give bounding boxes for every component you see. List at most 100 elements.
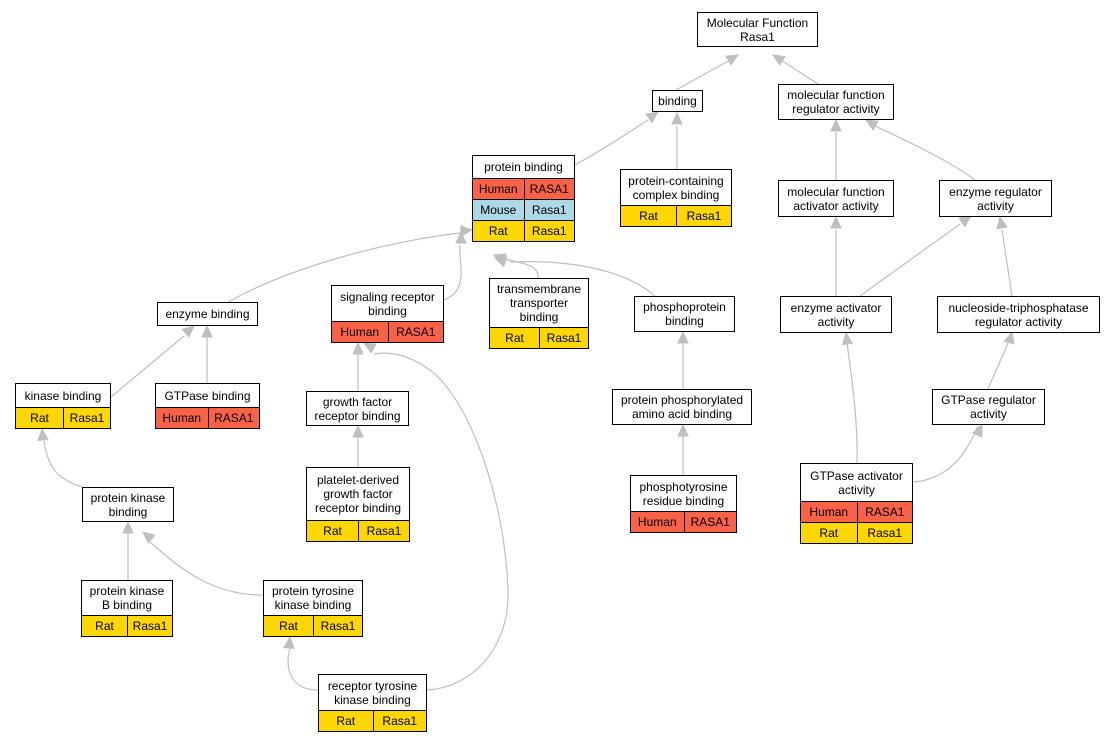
go-term-binding[interactable]: binding — [652, 90, 703, 112]
go-term-label: protein binding — [484, 160, 563, 174]
go-term-ppb[interactable]: phosphoprotein binding — [634, 296, 735, 332]
arrowhead-gaa-to-eaa — [841, 331, 854, 346]
go-term-label: transmembrane transporter binding — [496, 282, 582, 324]
gene-cell: RASA1 — [856, 502, 913, 522]
arrowhead-pkbind-to-kb — [37, 427, 49, 441]
arrowhead-ptkb-to-pkbind — [142, 531, 156, 544]
edge-rtkb-to-srb — [373, 352, 509, 691]
species-cell: Rat — [323, 524, 342, 538]
go-term-era[interactable]: enzyme regulator activity — [939, 180, 1052, 217]
go-term-label: protein tyrosine kinase binding — [271, 584, 355, 612]
gene-row-human[interactable]: Human RASA1 — [801, 501, 912, 522]
species-cell: Rat — [639, 209, 658, 223]
go-term-eaa[interactable]: enzyme activator activity — [780, 296, 892, 333]
gene-cell: Rasa1 — [127, 616, 172, 636]
go-term-mfra[interactable]: molecular function regulator activity — [778, 84, 894, 120]
go-term-label: phosphoprotein binding — [643, 300, 726, 328]
gene-cell: Rasa1 — [539, 328, 588, 348]
species-cell: Human — [162, 411, 202, 425]
arrowhead-rtkb-to-ptkb — [283, 635, 295, 649]
arrowhead-gfrb-to-srb — [352, 341, 364, 355]
arrowhead-gaa-to-gra — [971, 423, 983, 438]
species-cell: Rat — [30, 411, 49, 425]
gene-row-rat[interactable]: Rat Rasa1 — [264, 615, 362, 636]
edge-mfra-to-mf — [780, 59, 819, 85]
go-term-label: molecular function activator activity — [787, 184, 885, 213]
go-term-label: Molecular Function Rasa1 — [706, 15, 809, 44]
arrowhead-gra-to-ntra — [1003, 330, 1015, 345]
edge-pkbind-to-kb — [43, 440, 83, 488]
gene-row-mouse[interactable]: Mouse Rasa1 — [473, 199, 574, 220]
go-term-gfrb[interactable]: growth factor receptor binding — [306, 391, 409, 426]
go-term-mf[interactable]: Molecular Function Rasa1 — [697, 12, 818, 47]
species-cell: Human — [478, 182, 518, 196]
edge-pb-to-binding — [574, 119, 649, 166]
arrowhead-eaa-to-era — [958, 215, 972, 228]
go-term-mfaa[interactable]: molecular function activator activity — [778, 180, 894, 217]
species-cell: Rat — [95, 619, 114, 633]
go-term-label: receptor tyrosine kinase binding — [327, 678, 418, 707]
arrowhead-pb-to-binding — [645, 111, 659, 124]
arrowhead-pdgfrb-to-gfrb — [352, 424, 364, 438]
go-term-ntra[interactable]: nucleoside-triphosphatase regulator acti… — [937, 296, 1100, 333]
gene-cell: RASA1 — [683, 512, 737, 532]
gene-row-human[interactable]: Human RASA1 — [473, 178, 574, 199]
arrowhead-pkbb-to-pkbind — [122, 520, 134, 534]
arrowhead-srb-to-pb — [455, 230, 467, 244]
species-cell: Rat — [488, 224, 508, 238]
go-term-label: kinase binding — [24, 388, 102, 403]
species-cell: Rat — [279, 619, 298, 633]
go-term-label: GTPase binding — [164, 388, 251, 403]
go-term-gra[interactable]: GTPase regulator activity — [932, 389, 1045, 425]
go-term-label: phosphotyrosine residue binding — [639, 479, 728, 508]
go-term-label: molecular function regulator activity — [787, 88, 885, 116]
gene-cell: Rasa1 — [313, 616, 362, 636]
edge-gaa-to-gra — [912, 425, 979, 483]
gene-row-rat[interactable]: Rat Rasa1 — [490, 327, 588, 348]
go-term-eb[interactable]: enzyme binding — [157, 302, 258, 326]
arrowhead-kb-to-eb — [181, 325, 195, 338]
go-term-ppaab[interactable]: protein phosphorylated amino acid bindin… — [612, 389, 752, 425]
edge-eaa-to-era — [859, 223, 961, 297]
gene-cell: RASA1 — [523, 179, 575, 199]
go-term-pkbind[interactable]: protein kinase binding — [82, 487, 174, 522]
species-cell: Human — [809, 505, 849, 519]
species-cell: Mouse — [480, 203, 517, 217]
gene-cell: Rasa1 — [372, 711, 427, 731]
arrowhead-ptrb-to-ppaab — [677, 423, 689, 437]
edge-srb-to-pb — [443, 244, 462, 301]
arrowhead-eaa-to-mfaa — [830, 215, 842, 229]
arrowhead-ntra-to-era — [996, 215, 1008, 230]
gene-cell: Rasa1 — [523, 200, 575, 220]
go-term-label: signaling receptor binding — [340, 289, 435, 318]
go-term-label: enzyme regulator activity — [949, 184, 1042, 213]
gene-row-rat[interactable]: Rat Rasa1 — [82, 615, 172, 636]
arrowhead-era-to-mfra — [864, 119, 879, 131]
species-cell: Human — [340, 325, 380, 339]
go-term-pdgfrb[interactable]: platelet-derived growth factor receptor … — [306, 467, 410, 542]
edge-ptkb-to-pkbind — [149, 541, 264, 596]
species-cell: Rat — [505, 331, 524, 345]
arrowhead-mfaa-to-mfra — [830, 118, 842, 132]
arrowhead-ppb-to-pb — [493, 256, 508, 268]
